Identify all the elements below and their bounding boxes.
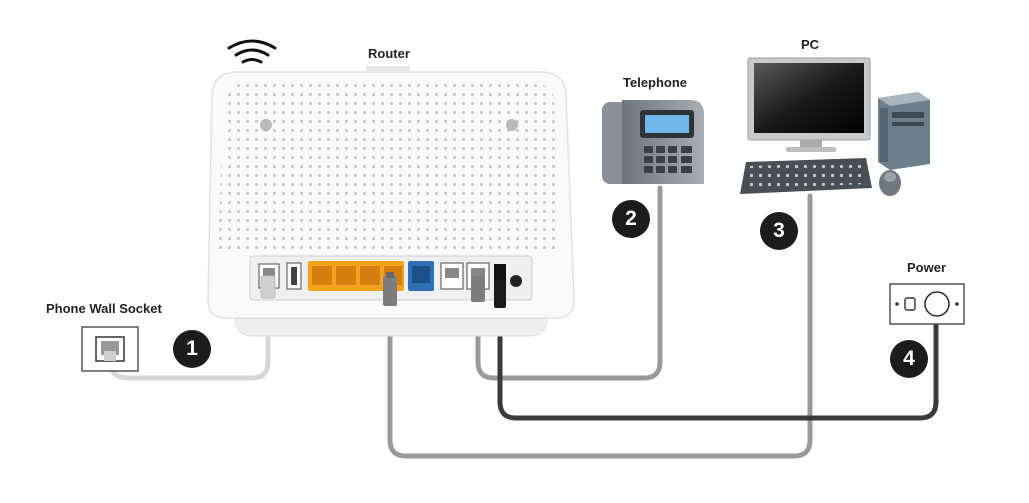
cable-telephone xyxy=(475,185,663,381)
router-label: Router xyxy=(368,46,410,61)
router-device xyxy=(207,66,575,337)
step-badge-2: 2 xyxy=(612,200,650,238)
step-badge-3: 3 xyxy=(760,212,798,250)
cable-pc-ethernet xyxy=(387,193,813,459)
telephone-label: Telephone xyxy=(623,75,688,90)
phone-wall-socket-label: Phone Wall Socket xyxy=(46,301,162,316)
step-badge-1: 1 xyxy=(173,330,211,368)
wifi-icon xyxy=(227,39,277,64)
pc-icon xyxy=(740,57,930,196)
power-label: Power xyxy=(907,260,947,275)
telephone-icon xyxy=(602,100,704,184)
phone-wall-socket-icon xyxy=(81,326,139,372)
pc-label: PC xyxy=(801,37,820,52)
power-outlet-icon xyxy=(889,283,965,325)
cable-power xyxy=(497,293,939,421)
step-badge-4: 4 xyxy=(890,340,928,378)
